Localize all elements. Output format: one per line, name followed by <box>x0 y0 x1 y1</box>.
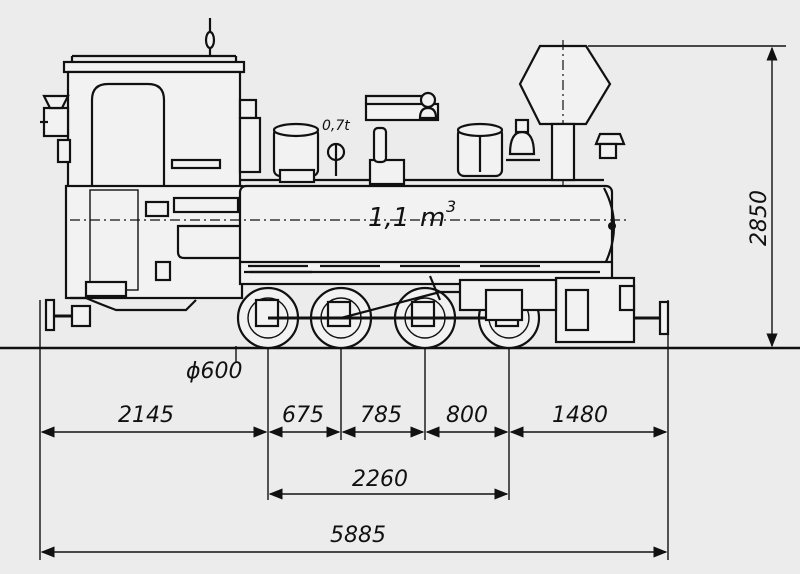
headlamp-icon <box>594 132 626 160</box>
whistle-icon <box>204 18 216 56</box>
chimney <box>518 40 612 186</box>
front-buffer <box>554 276 670 344</box>
volume-unit: m <box>420 203 445 233</box>
dimension-wheelbase: 2260 <box>268 467 509 500</box>
volume-exponent: 3 <box>446 197 456 216</box>
dimension-total: 5885 <box>40 523 668 558</box>
height-label: 2850 <box>747 190 772 246</box>
steam-dome-front <box>456 122 504 178</box>
dimension-row-1: 2145 675 785 800 1480 <box>40 403 668 438</box>
wheel-diameter-label: ϕ600 <box>186 359 243 384</box>
dim-axle-1-2: 675 <box>282 403 324 428</box>
dim-total-length: 5885 <box>330 523 386 548</box>
cab-roof <box>62 60 246 74</box>
safety-valve-icon <box>506 118 540 162</box>
pump-icon <box>326 126 406 186</box>
steam-dome-rear <box>272 122 320 184</box>
rear-buffer <box>44 298 92 332</box>
cab-side-plate <box>170 158 222 170</box>
volume-label: 1,1 m 3 <box>368 197 456 233</box>
cab-window <box>90 82 166 190</box>
bell-icon <box>418 91 438 120</box>
coupling-rod <box>268 275 558 322</box>
dim-axle-3-4: 800 <box>446 403 488 428</box>
lamp-icon <box>40 94 70 138</box>
dim-overhang-front: 2145 <box>118 403 174 428</box>
springs <box>244 264 540 274</box>
extension-lines <box>39 300 669 560</box>
coal-capacity-label: 0,7t <box>322 118 350 134</box>
dim-axle-2-3: 785 <box>360 403 402 428</box>
volume-value: 1,1 <box>368 203 409 233</box>
dim-overhang-rear: 1480 <box>552 403 608 428</box>
height-dimension: 2850 <box>588 45 786 349</box>
cab <box>66 70 242 192</box>
dim-wheelbase: 2260 <box>352 467 408 492</box>
locomotive <box>40 18 670 350</box>
